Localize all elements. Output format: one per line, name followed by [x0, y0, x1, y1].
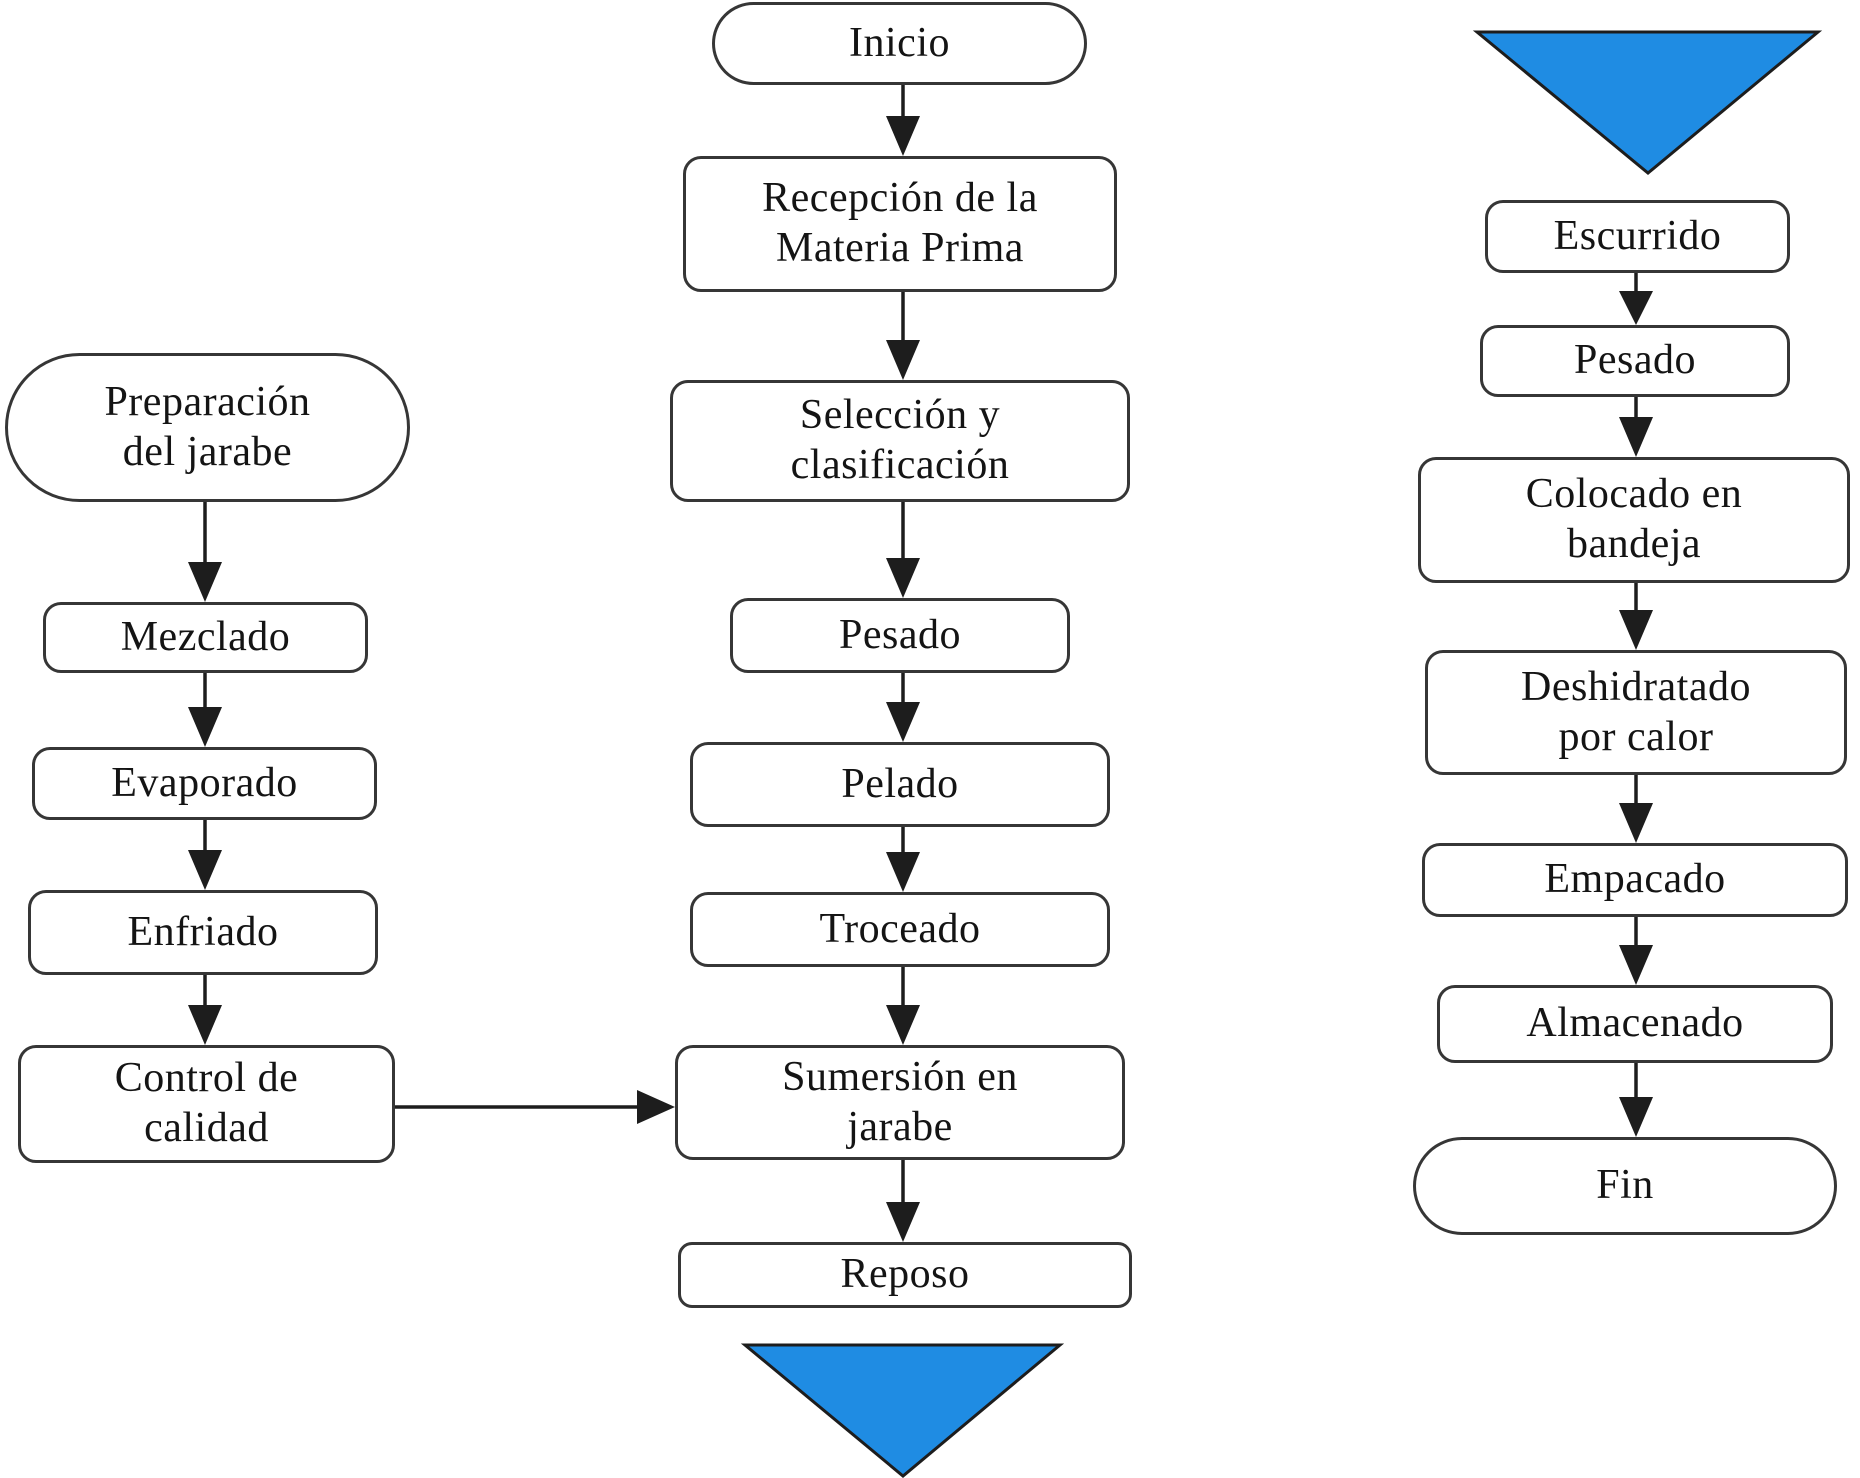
node-escurrido: Escurrido — [1485, 200, 1790, 273]
node-pelado: Pelado — [690, 742, 1110, 827]
arrow-colocado-to-deshidratado — [1619, 583, 1653, 650]
arrow-evaporado-to-enfriado — [188, 820, 222, 890]
node-almacenado: Almacenado — [1437, 985, 1833, 1063]
arrow-mezclado-to-evaporado — [188, 673, 222, 747]
node-fin: Fin — [1413, 1137, 1837, 1235]
arrow-pelado-to-troceado — [886, 827, 920, 892]
node-preparacion-del-jarabe: Preparación del jarabe — [5, 353, 410, 502]
node-colocado-en-bandeja: Colocado en bandeja — [1418, 457, 1850, 583]
node-deshidratado-por-calor: Deshidratado por calor — [1425, 650, 1847, 775]
arrow-enfriado-to-control — [188, 975, 222, 1045]
node-recepcion-materia-prima: Recepción de la Materia Prima — [683, 156, 1117, 292]
arrow-recepcion-to-seleccion — [886, 292, 920, 380]
node-empacado: Empacado — [1422, 843, 1848, 917]
arrow-sumersion-to-reposo — [886, 1160, 920, 1242]
arrow-deshidratado-to-empacado — [1619, 775, 1653, 843]
offpage-connector-out-triangle-icon — [740, 1343, 1065, 1478]
arrow-seleccion-to-pesado1 — [886, 502, 920, 598]
node-pesado-1: Pesado — [730, 598, 1070, 673]
arrow-preparacion-to-mezclado — [188, 502, 222, 602]
node-sumersion-en-jarabe: Sumersión en jarabe — [675, 1045, 1125, 1160]
arrow-pesado2-to-colocado — [1619, 397, 1653, 457]
arrow-pesado1-to-pelado — [886, 673, 920, 742]
arrow-almacenado-to-fin — [1619, 1063, 1653, 1137]
node-seleccion-clasificacion: Selección y clasificación — [670, 380, 1130, 502]
node-troceado: Troceado — [690, 892, 1110, 967]
node-pesado-2: Pesado — [1480, 325, 1790, 397]
offpage-connector-in-triangle-icon — [1472, 30, 1823, 175]
node-enfriado: Enfriado — [28, 890, 378, 975]
arrow-inicio-to-recepcion — [886, 85, 920, 156]
arrow-escurrido-to-pesado2 — [1619, 273, 1653, 325]
node-inicio: Inicio — [712, 2, 1087, 85]
node-reposo: Reposo — [678, 1242, 1132, 1308]
node-evaporado: Evaporado — [32, 747, 377, 820]
node-control-de-calidad: Control de calidad — [18, 1045, 395, 1163]
node-mezclado: Mezclado — [43, 602, 368, 673]
arrow-control-to-sumersion — [395, 1090, 675, 1124]
arrow-troceado-to-sumersion — [886, 967, 920, 1045]
arrow-empacado-to-almacenado — [1619, 917, 1653, 985]
